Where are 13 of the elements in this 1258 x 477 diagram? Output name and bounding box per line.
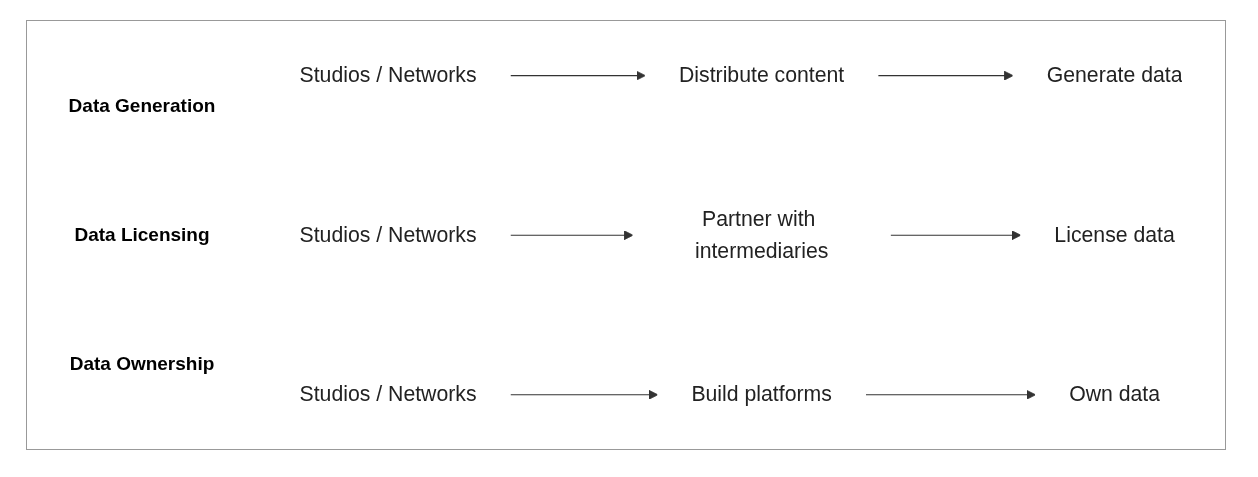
row-heading: Data Generation (67, 94, 217, 117)
node-text: Studios / Networks (299, 382, 477, 406)
node-text: Partner with intermediaries (694, 206, 829, 262)
row-heading: Data Licensing (73, 224, 211, 246)
node-text: Studios / Networks (299, 222, 477, 246)
node-text: Distribute content (678, 62, 845, 87)
node-text: License data (1054, 222, 1175, 246)
node-text: Own data (1069, 382, 1161, 406)
arrow (877, 70, 1014, 81)
node-text: Build platforms (691, 382, 832, 406)
node-text: Studios / Networks (299, 62, 477, 87)
node-text: Generate data (1046, 62, 1183, 87)
row-heading: Data Ownership (68, 353, 216, 376)
